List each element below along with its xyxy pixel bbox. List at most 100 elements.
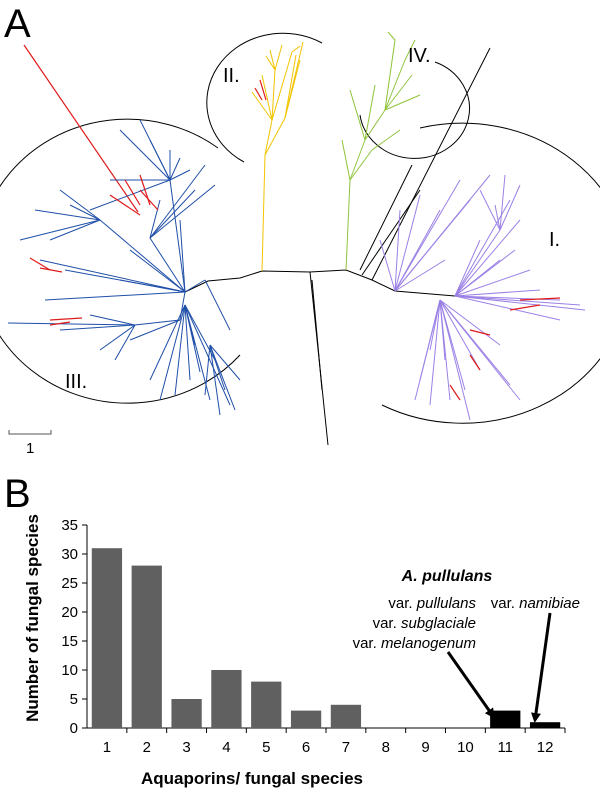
bar-12 (529, 722, 561, 728)
tree-branch-iii (129, 249, 186, 293)
tree-branch-iii (149, 199, 161, 239)
x-tick-label: 3 (182, 739, 190, 756)
tree-branch-iv (384, 94, 421, 111)
tree-branch-i (494, 204, 501, 231)
tree-branch-ii (284, 54, 297, 119)
tree-branch-i (439, 299, 501, 346)
tree-branch-iii (169, 157, 181, 181)
y-tick-label: 20 (61, 604, 78, 621)
clade-iii-branches (7, 119, 241, 416)
annotation-title: A. pullulans (401, 568, 493, 585)
tree-branch-iii (99, 219, 186, 293)
clade-iii-arc (0, 118, 241, 404)
tree-branch-i (394, 179, 461, 292)
tree-branch-i (379, 239, 396, 292)
tree-branch-iv (345, 179, 351, 271)
tree-branch-iv (384, 74, 413, 111)
x-tick-label: 8 (382, 739, 390, 756)
y-tick-label: 0 (70, 720, 78, 737)
tree-branch-i (454, 239, 481, 297)
x-tick-label: 9 (421, 739, 429, 756)
clade-label-ii: II. (223, 65, 240, 87)
bar-6 (290, 710, 322, 728)
x-tick-label: 6 (302, 739, 310, 756)
tree-branch-i (454, 269, 531, 297)
x-tick-label: 11 (497, 739, 513, 756)
tree-branch-iv (387, 31, 396, 41)
tree-branch-i (499, 174, 506, 231)
tree-branch-iii (184, 304, 191, 381)
tree-branch-iii (209, 344, 236, 411)
tree-branch-iii (204, 344, 211, 396)
clade-label-iii: III. (65, 371, 87, 393)
tree-branch-iii (209, 344, 221, 416)
tree-branch-iii (179, 219, 186, 293)
tree-branch-iii (179, 291, 186, 321)
tree-branch-highlight (139, 189, 159, 211)
tree-branch-iv (384, 39, 396, 111)
tree-branch-i (439, 299, 521, 401)
y-tick-label: 35 (61, 517, 78, 534)
tree-branch-i (454, 295, 581, 306)
x-tick-label: 7 (342, 739, 350, 756)
tree-branch-ii (284, 41, 304, 119)
annotation-var-pullulans: var. pullulans (388, 595, 476, 612)
scale-bar: 1 (8, 430, 52, 457)
x-tick-label: 12 (537, 739, 554, 756)
tree-branch-highlight (259, 79, 267, 101)
tree-branch-i (429, 299, 441, 406)
tree-branch-iv (341, 139, 351, 181)
tree-branch-ii (261, 74, 273, 121)
tree-branch-i (454, 295, 561, 321)
tree-branch-i (499, 184, 521, 231)
tree-branch-i (454, 295, 586, 311)
annotation-var-melanogenum: var. melanogenum (353, 635, 476, 652)
tree-branch-iii (209, 344, 226, 391)
clade-label-i: I. (549, 229, 560, 251)
tree-branch-iv (349, 89, 366, 141)
tree-branch-highlight (449, 384, 461, 401)
tree-branch-highlight (509, 304, 541, 311)
tree-branch-i (454, 259, 501, 297)
tree-branch-i (454, 219, 521, 297)
tree-branch-ii (265, 55, 276, 71)
y-tick-label: 15 (61, 633, 78, 650)
tree-branch-i (414, 299, 441, 401)
x-axis-title: Aquaporins/ fungal species (141, 769, 363, 788)
clade-iv-branches (341, 31, 421, 271)
highlighted-branches (29, 79, 561, 401)
tree-branch-iii (129, 319, 181, 341)
tree-branch-ii (261, 154, 266, 272)
clade-ii-branches (251, 41, 304, 272)
annotation-var-subglaciale: var. subglaciale (373, 615, 476, 632)
tree-branch-iii (149, 139, 171, 181)
tree-branch-iii (39, 259, 186, 293)
clade-i-branches (379, 174, 586, 421)
tree-branch-highlight (39, 267, 63, 273)
clade-ii-arc (206, 32, 323, 163)
tree-branch-iii (34, 209, 101, 221)
y-tick-label: 10 (61, 662, 78, 679)
tree-branch-i (394, 194, 421, 292)
tree-branch-i (394, 259, 446, 292)
tree-branch-iii (134, 319, 181, 326)
tree-branch-iii (174, 304, 186, 396)
tree-branch-i (479, 189, 501, 231)
tree-branch-iii (89, 314, 136, 326)
bar-11 (490, 710, 521, 728)
tree-branch-iii (149, 184, 216, 239)
y-tick-label: 25 (61, 575, 78, 592)
arrow-to-12 (531, 612, 552, 723)
y-tick-label: 30 (61, 546, 78, 563)
clade-i-arc (381, 122, 600, 424)
tree-backbone (184, 47, 491, 446)
tree-branch-highlight (469, 354, 481, 371)
tree-branch-iv (404, 39, 416, 61)
tree-branch-i (439, 299, 446, 361)
bar-2 (131, 565, 162, 728)
tree-branch-iii (49, 219, 101, 241)
tree-branch-iii (184, 304, 216, 361)
tree-branch-highlight (29, 257, 51, 271)
x-tick-label: 1 (103, 739, 111, 756)
